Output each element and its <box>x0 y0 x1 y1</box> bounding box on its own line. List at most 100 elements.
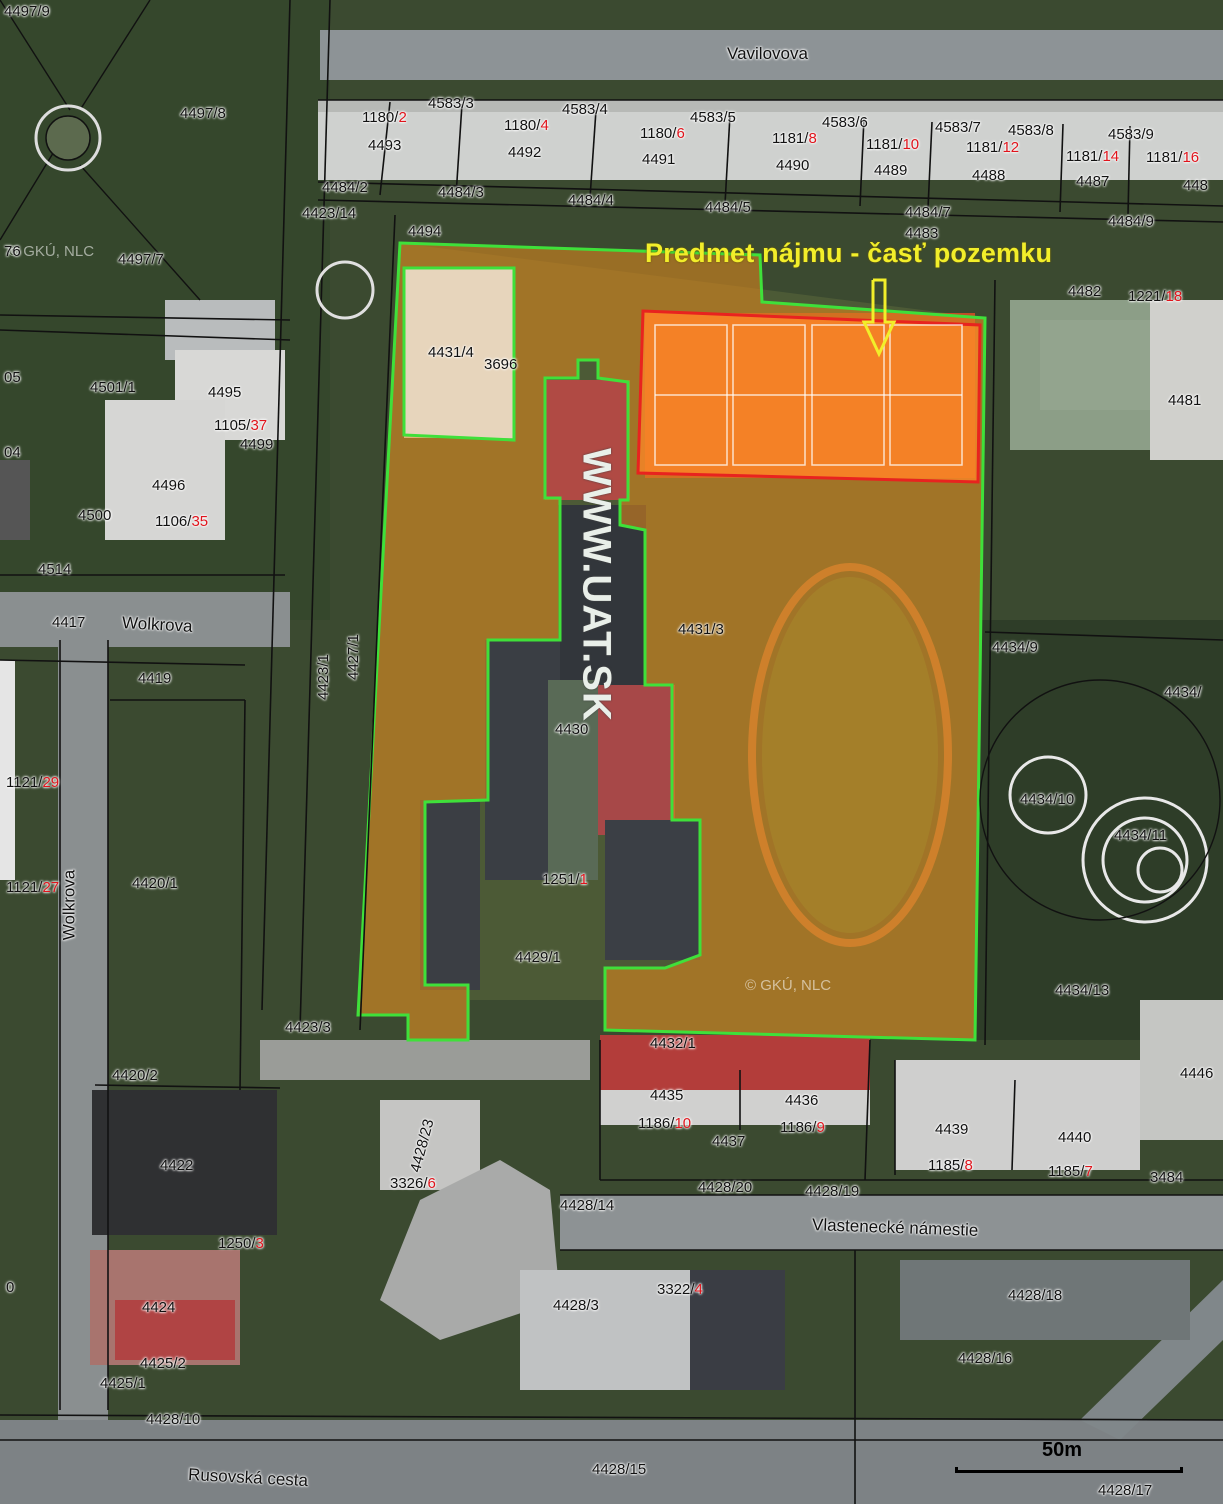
parcel-label: 1121/27 <box>6 879 60 896</box>
parcel-label: 05 <box>4 369 21 386</box>
scale-bar <box>955 1467 1183 1473</box>
parcel-label: 4430 <box>555 721 589 738</box>
parcel-label: 4436 <box>785 1092 819 1109</box>
parcel-label: 4490 <box>776 157 810 174</box>
parcel-label: 1105/37 <box>214 417 268 434</box>
parcel-label: 4424 <box>142 1299 176 1316</box>
parcel-label: 4497/8 <box>180 105 226 122</box>
parcel-label: 1185/7 <box>1048 1163 1093 1180</box>
road-vavilovova <box>320 30 1223 80</box>
street-wolkrova-vertical: Wolkrova <box>59 869 79 941</box>
parcel-label: 1185/8 <box>928 1157 973 1174</box>
parcel-label: 4422 <box>160 1157 194 1174</box>
scale-label: 50m <box>1042 1439 1083 1461</box>
parcel-label: 1106/35 <box>155 513 209 530</box>
roundabout-west <box>34 104 102 172</box>
parcel-label: 4496 <box>152 477 186 494</box>
watermark-center: © GKÚ, NLC <box>745 977 832 994</box>
parcel-label: 4492 <box>508 144 542 161</box>
parcel-label: 4428/3 <box>553 1297 599 1314</box>
parcel-label: 4434/13 <box>1055 982 1110 999</box>
parcel-label: 4446 <box>1180 1065 1214 1082</box>
parcel-label: 4481 <box>1168 392 1202 409</box>
parcel-label: 4428/10 <box>146 1411 201 1428</box>
gym-parcel-boundary <box>402 266 516 442</box>
parcel-label: 0 <box>6 1279 15 1296</box>
parcel-label: 1250/3 <box>218 1235 264 1252</box>
parcel-label: 4483 <box>905 225 939 242</box>
parcel-label: 4583/5 <box>690 109 736 126</box>
parcel-label: 4491 <box>642 151 676 168</box>
parcel-label: 4434/10 <box>1020 791 1075 808</box>
parcel-label: 1221/18 <box>1128 288 1183 305</box>
parcel-label: 3326/6 <box>390 1175 436 1192</box>
parcel-label: 4484/9 <box>1108 213 1154 230</box>
parcel-label: 4423/3 <box>285 1019 331 1036</box>
parcel-label: 4583/3 <box>428 95 474 112</box>
parcel-label: 1180/2 <box>362 109 407 126</box>
parcel-label: 4493 <box>368 137 402 154</box>
parcel-label: 3322/4 <box>657 1281 703 1298</box>
parcel-label: 4428/14 <box>560 1197 615 1214</box>
parcel-label: 4484/4 <box>568 192 614 209</box>
parcel-label: 4432/1 <box>650 1035 696 1052</box>
callout-arrow <box>861 278 897 358</box>
parcel-label: 4484/5 <box>705 199 751 216</box>
parcel-label: 3484 <box>1150 1169 1184 1186</box>
parcel-label: 4417 <box>52 614 86 631</box>
parcel-label: 4439 <box>935 1121 969 1138</box>
parcel-label: 4583/6 <box>822 114 868 131</box>
parcel-label: 4428/19 <box>805 1183 860 1200</box>
parcel-label: 4425/1 <box>100 1375 146 1392</box>
parcel-label: 4484/2 <box>322 179 368 196</box>
parcel-label: 4583/7 <box>935 119 981 136</box>
parcel-label: 4420/1 <box>132 875 178 892</box>
parcel-label: 4425/2 <box>140 1355 186 1372</box>
parcel-label: 1181/14 <box>1066 148 1120 165</box>
parcel-label: 4514 <box>38 561 72 578</box>
parcel-label: 1251/1 <box>542 871 588 888</box>
parcel-label: 4423/14 <box>302 205 357 222</box>
parcel-label: 4434/9 <box>992 639 1038 656</box>
parcel-label: 04 <box>4 444 21 461</box>
parcel-label: 4500 <box>78 507 112 524</box>
school-website-sign: WWW.UAT.SK <box>574 448 619 722</box>
parcel-label: 4428/15 <box>592 1461 647 1478</box>
building-4422 <box>92 1090 277 1235</box>
parcel-label: 4434/ <box>1164 684 1202 701</box>
lease-area <box>636 309 982 484</box>
street-vavilovova: Vavilovova <box>727 44 808 63</box>
parcel-label: 1180/4 <box>504 117 549 134</box>
parcel-label: 4484/3 <box>438 184 484 201</box>
parcel-label: 4487 <box>1076 173 1110 190</box>
parcel-label: 4420/2 <box>112 1067 158 1084</box>
parcel-label: 4583/4 <box>562 101 608 118</box>
parcel-label: 4497/7 <box>118 251 164 268</box>
parcel-label: 1181/16 <box>1146 149 1200 166</box>
parcel-label: 4501/1 <box>90 379 136 396</box>
parcel-label: 4489 <box>874 162 908 179</box>
parcel-label: 4428/16 <box>958 1350 1013 1367</box>
parcel-label: 4488 <box>972 167 1006 184</box>
road-rusovska <box>0 1420 1223 1504</box>
parcel-label: 1180/6 <box>640 125 685 142</box>
parcel-label: 1181/8 <box>772 130 817 147</box>
parcel-label: 1181/12 <box>966 139 1020 156</box>
parcel-label: 1121/29 <box>6 774 60 791</box>
parcel-label: 4431/4 <box>428 344 474 361</box>
parcel-label: 4428/18 <box>1008 1287 1063 1304</box>
parcel-label: 448 <box>1183 177 1209 194</box>
parcel-label: 4428/17 <box>1098 1482 1153 1499</box>
parcel-label: 4434/11 <box>1114 827 1168 844</box>
parcel-label: 4494 <box>408 223 442 240</box>
parcel-label: 4431/3 <box>678 621 724 638</box>
parcel-label: 4484/7 <box>905 204 951 221</box>
parcel-label: 4499 <box>240 436 274 453</box>
parcel-label: 4429/1 <box>515 949 561 966</box>
building-vavilovova <box>318 100 1223 180</box>
road-wolkrova-h <box>0 592 290 647</box>
parcel-label: 4440 <box>1058 1129 1092 1146</box>
road-vlastenecke <box>560 1195 1223 1250</box>
